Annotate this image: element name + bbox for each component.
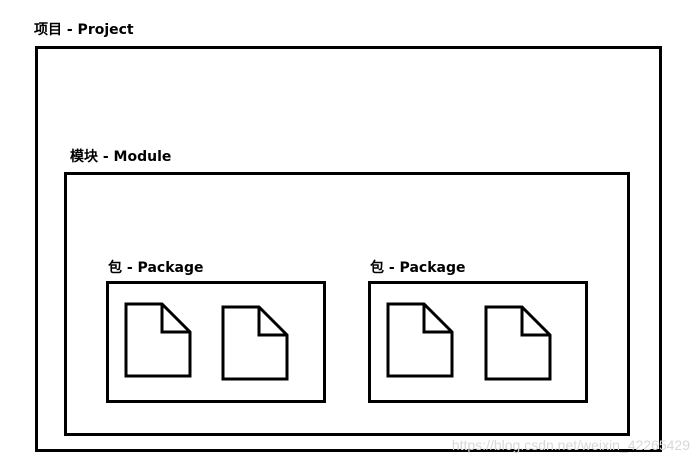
package-box — [368, 281, 588, 403]
module-box — [64, 172, 630, 436]
watermark: https://blog.csdn.net/weixin_42265429 — [451, 437, 690, 453]
file-icon — [221, 305, 289, 381]
package-box — [106, 281, 326, 403]
package-label: 包 - Package — [108, 260, 204, 276]
file-icon — [124, 302, 192, 378]
project-box — [35, 46, 662, 452]
file-icon — [386, 302, 454, 378]
package-label: 包 - Package — [370, 260, 466, 276]
module-label: 模块 - Module — [70, 149, 172, 165]
project-label: 项目 - Project — [34, 22, 134, 38]
file-icon — [484, 305, 552, 381]
